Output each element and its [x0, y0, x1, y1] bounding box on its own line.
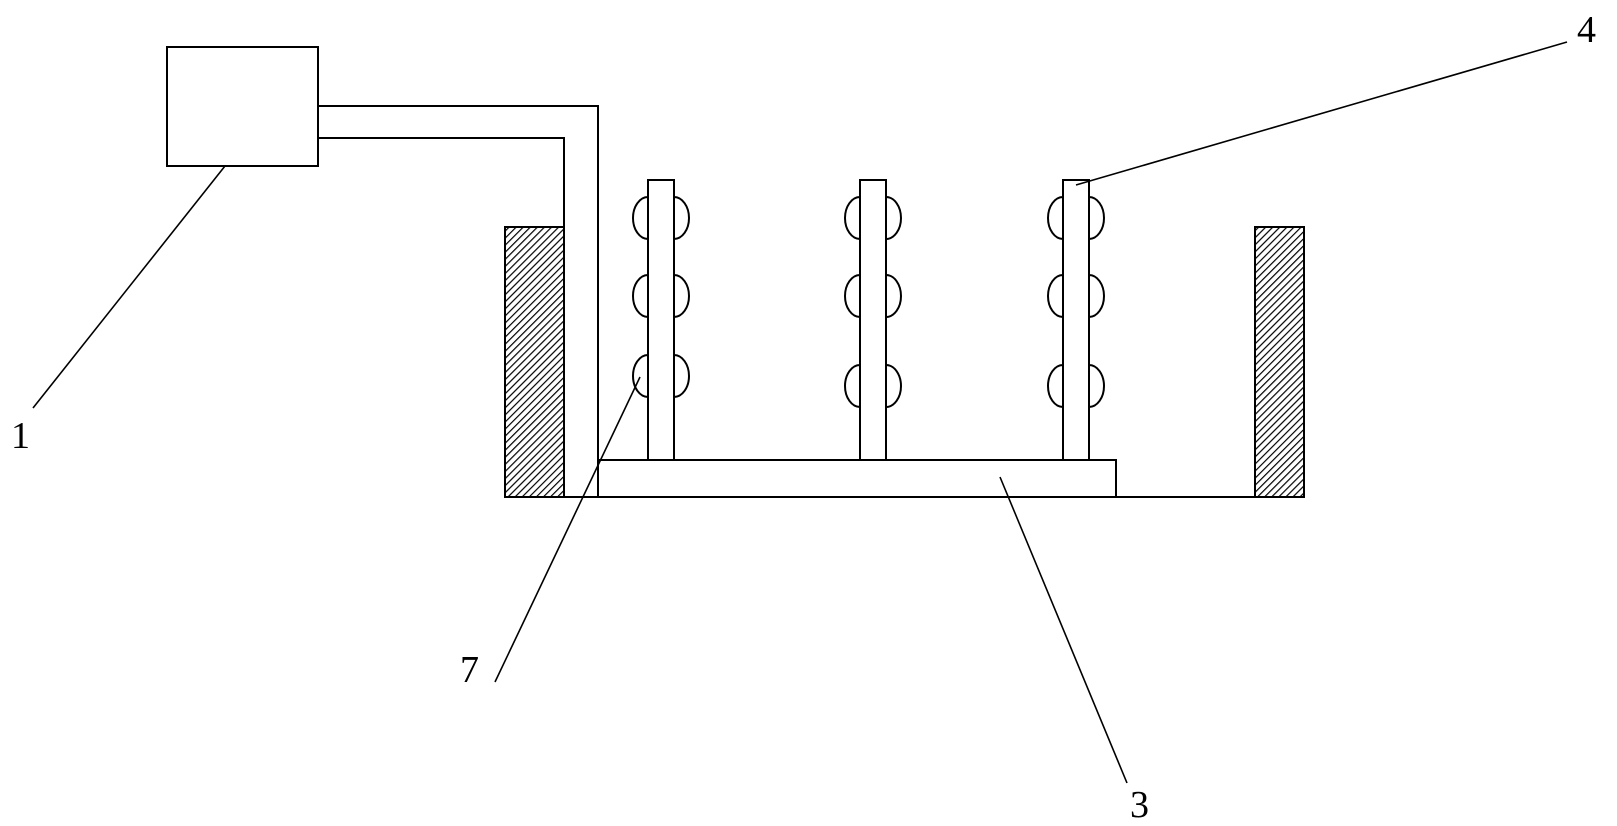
- knob: [844, 274, 861, 318]
- knob: [673, 274, 690, 318]
- rod: [1062, 179, 1090, 461]
- rod-group-1: [632, 179, 690, 461]
- rod-group-3: [1047, 179, 1105, 461]
- knob: [673, 354, 690, 398]
- knob: [1047, 196, 1064, 240]
- knob: [885, 364, 902, 408]
- knob: [1047, 274, 1064, 318]
- knob: [1088, 196, 1105, 240]
- left-wall: [504, 226, 565, 498]
- label-7: 7: [460, 649, 479, 691]
- knob: [1047, 364, 1064, 408]
- knob: [1088, 364, 1105, 408]
- knob: [632, 274, 649, 318]
- rod: [647, 179, 675, 461]
- knob: [673, 196, 690, 240]
- right-wall: [1254, 226, 1305, 498]
- label-4: 4: [1577, 9, 1596, 51]
- leader-4: [1075, 41, 1568, 186]
- pipe-outer-wall: [318, 105, 599, 460]
- knob: [632, 196, 649, 240]
- rod: [859, 179, 887, 461]
- leader-1: [32, 165, 226, 409]
- leader-3: [999, 476, 1128, 784]
- knob: [885, 274, 902, 318]
- knob: [632, 354, 649, 398]
- label-3: 3: [1130, 784, 1149, 826]
- knob: [1088, 274, 1105, 318]
- leader-7: [494, 376, 641, 683]
- knob: [885, 196, 902, 240]
- knob: [844, 196, 861, 240]
- label-1: 1: [11, 415, 30, 457]
- knob: [844, 364, 861, 408]
- component-1-box: [166, 46, 319, 167]
- component-3-base-plate: [597, 459, 1117, 498]
- rod-group-2: [844, 179, 902, 461]
